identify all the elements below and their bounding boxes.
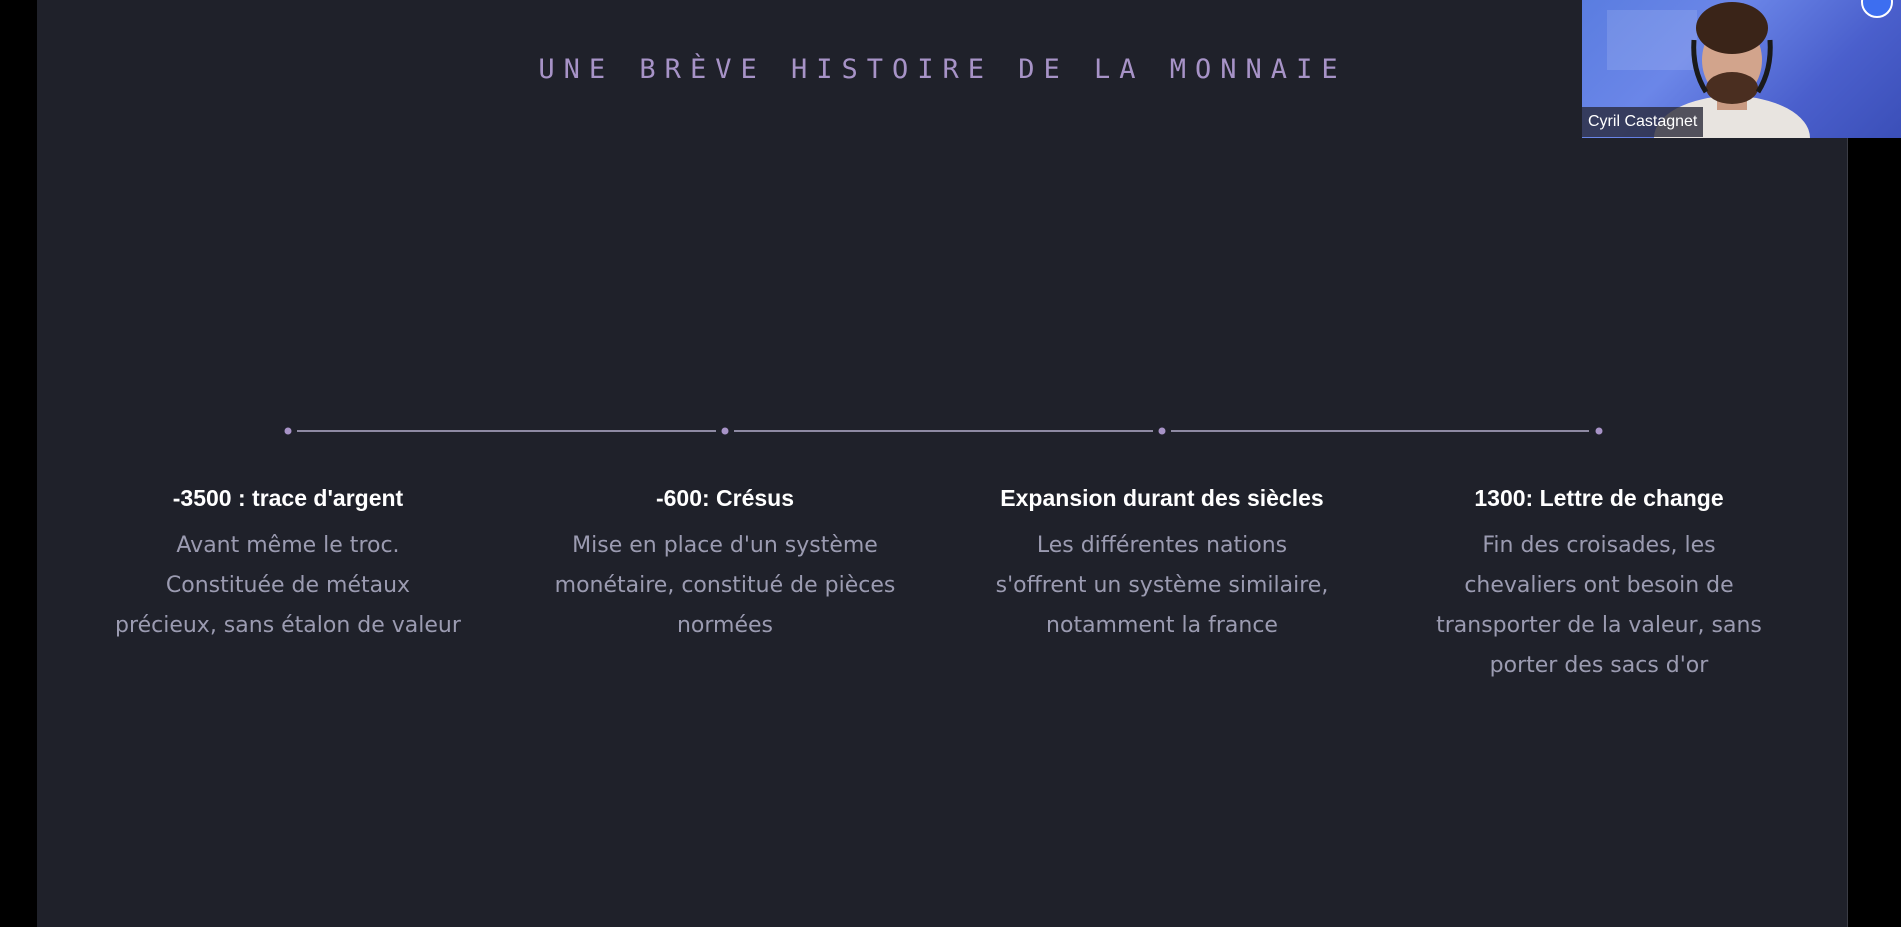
timeline-dot-2 <box>721 427 729 435</box>
presentation-slide: UNE BRÈVE HISTOIRE DE LA MONNAIE -3500 :… <box>37 0 1848 927</box>
text-line: s'offrent un système similaire, <box>995 573 1329 598</box>
slide-title: UNE BRÈVE HISTOIRE DE LA MONNAIE <box>538 54 1347 85</box>
participant-video-tile[interactable]: Cyril Castagnet <box>1582 0 1901 138</box>
timeline-entry-3: Expansion durant des siècles Les différe… <box>962 482 1362 646</box>
text-line: chevaliers ont besoin de <box>1464 573 1734 598</box>
text-line: Mise en place d'un système <box>572 533 878 558</box>
text-line: monétaire, constitué de pièces <box>554 573 896 598</box>
timeline-graphic <box>284 427 1603 435</box>
timeline-entry-text: Avant même le troc. Constituée de métaux… <box>88 526 488 646</box>
timeline-entry-4: 1300: Lettre de change Fin des croisades… <box>1399 482 1799 686</box>
text-line: transporter de la valeur, sans <box>1436 613 1762 638</box>
window-divider <box>1847 138 1848 927</box>
timeline-entry-heading: Expansion durant des siècles <box>1000 485 1324 511</box>
participant-name-label: Cyril Castagnet <box>1582 107 1704 137</box>
text-line: précieux, sans étalon de valeur <box>115 613 461 638</box>
text-line: Fin des croisades, les <box>1482 533 1716 558</box>
text-line: notamment la france <box>1046 613 1278 638</box>
timeline-entry-2: -600: Crésus Mise en place d'un système … <box>525 482 925 646</box>
timeline-entry-text: Mise en place d'un système monétaire, co… <box>525 526 925 646</box>
text-line: normées <box>676 613 774 638</box>
timeline-dot-1 <box>284 427 292 435</box>
timeline-entry-text: Fin des croisades, les chevaliers ont be… <box>1399 526 1799 686</box>
text-line: Constituée de métaux <box>165 573 411 598</box>
timeline-entry-heading: -600: Crésus <box>655 485 795 511</box>
text-line: porter des sacs d'or <box>1489 653 1709 678</box>
timeline-entry-heading: 1300: Lettre de change <box>1474 485 1724 511</box>
timeline-entry-1: -3500 : trace d'argent Avant même le tro… <box>88 482 488 646</box>
timeline-dot-4 <box>1595 427 1603 435</box>
timeline-entry-text: Les différentes nations s'offrent un sys… <box>962 526 1362 646</box>
timeline-entry-heading: -3500 : trace d'argent <box>172 485 404 511</box>
text-line: Les différentes nations <box>1036 533 1288 558</box>
video-background-detail <box>1607 10 1697 70</box>
timeline-dot-3 <box>1158 427 1166 435</box>
text-line: Avant même le troc. <box>176 533 400 558</box>
